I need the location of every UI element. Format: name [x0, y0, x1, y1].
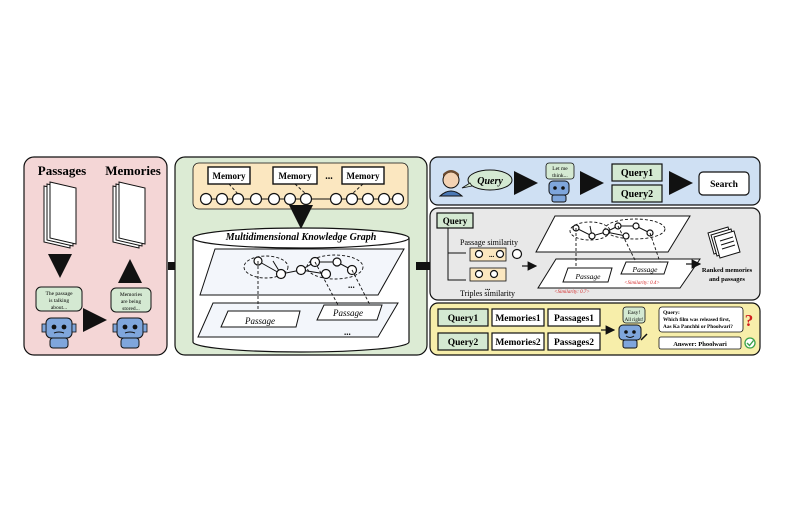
similarity-score: <Similarity: 0.7> — [554, 290, 590, 295]
middle-panel: Memory Memory ... Memory — [174, 156, 428, 356]
passage-label: Passage — [332, 308, 363, 318]
svg-text:Easy!: Easy! — [628, 310, 641, 316]
svg-text:...: ... — [344, 327, 351, 337]
svg-text:are being: are being — [121, 299, 142, 305]
svg-text:Passages1: Passages1 — [554, 314, 594, 324]
easy-bubble — [622, 306, 646, 324]
query-panel: Query Let me think... Query1 Query2 Sear… — [429, 156, 761, 206]
query-chip — [437, 332, 489, 351]
svg-text:Memories1: Memories1 — [495, 314, 541, 324]
svg-text:Query2: Query2 — [621, 189, 653, 200]
memories-chip — [491, 332, 545, 351]
ranked-label: Ranked memories — [702, 267, 753, 274]
triples-similarity-label: Triples similarity — [460, 289, 515, 298]
memory-stack-icon — [112, 181, 146, 249]
retrieval-panel: Query Passage similarity ... ... Triples… — [429, 207, 761, 301]
passages-title: Passages — [38, 163, 86, 178]
svg-text:Query1: Query1 — [448, 314, 479, 324]
svg-text:Query2: Query2 — [448, 338, 479, 348]
svg-text:Query:: Query: — [663, 310, 680, 316]
svg-text:Which film was released first,: Which film was released first, — [663, 317, 731, 323]
memories-chip — [491, 308, 545, 327]
svg-text:about...: about... — [51, 305, 68, 311]
svg-text:Memories2: Memories2 — [495, 338, 541, 348]
memory-node-chain — [199, 183, 405, 206]
ranked-documents-icon — [707, 226, 741, 259]
svg-text:Memories: Memories — [120, 292, 142, 298]
passage-label: Passage — [244, 316, 275, 326]
svg-text:All right!: All right! — [625, 318, 644, 323]
person-icon — [438, 170, 464, 197]
svg-text:...: ... — [348, 280, 355, 290]
svg-text:Query: Query — [443, 216, 468, 226]
passages-chip — [547, 308, 601, 327]
memory-ellipsis: ... — [325, 171, 333, 182]
robot-icon — [618, 324, 648, 349]
passage-stack-icon — [43, 181, 77, 249]
passage-similarity-label: Passage similarity — [460, 238, 518, 247]
graph-layer: ... — [199, 248, 405, 296]
query-chip — [611, 163, 663, 182]
svg-text:Passages2: Passages2 — [554, 338, 594, 348]
question-mark-icon: ? — [745, 311, 754, 330]
svg-text:stored...: stored... — [122, 306, 140, 312]
query-chip — [437, 308, 489, 327]
svg-text:Memory: Memory — [279, 171, 312, 181]
retrieval-graph-layer — [535, 215, 691, 253]
answer-panel: Query1 Memories1 Passages1 Query2 Memori… — [429, 302, 761, 356]
similarity-score: <Similarity: 0.4> — [624, 281, 660, 286]
svg-text:Query1: Query1 — [621, 168, 653, 179]
robot-icon — [112, 317, 148, 349]
robot-icon — [548, 180, 570, 203]
query-chip — [436, 212, 474, 229]
passages-chip — [547, 332, 601, 351]
svg-text:Search: Search — [710, 180, 739, 190]
check-icon — [744, 337, 756, 349]
query-bubble-label: Query — [477, 176, 503, 187]
passage-layer: ... — [197, 261, 399, 338]
thinking-bubble — [545, 162, 575, 180]
svg-text:is talking: is talking — [49, 298, 70, 304]
question-box — [658, 306, 744, 333]
svg-text:Let me: Let me — [552, 166, 568, 172]
svg-text:The passage: The passage — [45, 291, 73, 297]
ranked-label: and passages — [709, 276, 745, 283]
svg-text:think...: think... — [552, 173, 568, 179]
query-chip — [611, 184, 663, 203]
kg-title: Multidimensional Knowledge Graph — [225, 232, 377, 243]
svg-text:Passage: Passage — [632, 265, 659, 274]
answer-box — [658, 336, 742, 350]
svg-text:Memory: Memory — [213, 171, 246, 181]
memories-title: Memories — [105, 163, 161, 178]
svg-text:...: ... — [485, 284, 491, 292]
retrieval-passage-layer — [537, 225, 701, 289]
left-panel: Passages Memories The passage is talking… — [23, 156, 168, 356]
speech-bubble-memories: Memories are being stored... — [110, 287, 152, 313]
speech-bubble-passage: The passage is talking about... — [35, 286, 83, 312]
svg-text:Answer: Phoolwari: Answer: Phoolwari — [673, 341, 727, 348]
robot-icon — [41, 317, 77, 349]
svg-text:...: ... — [489, 251, 495, 259]
svg-text:Aas Ka Panchhi or Phoolwari?: Aas Ka Panchhi or Phoolwari? — [663, 324, 733, 330]
search-box — [698, 171, 750, 196]
svg-text:Memory: Memory — [347, 171, 380, 181]
svg-text:Passage: Passage — [575, 272, 602, 281]
